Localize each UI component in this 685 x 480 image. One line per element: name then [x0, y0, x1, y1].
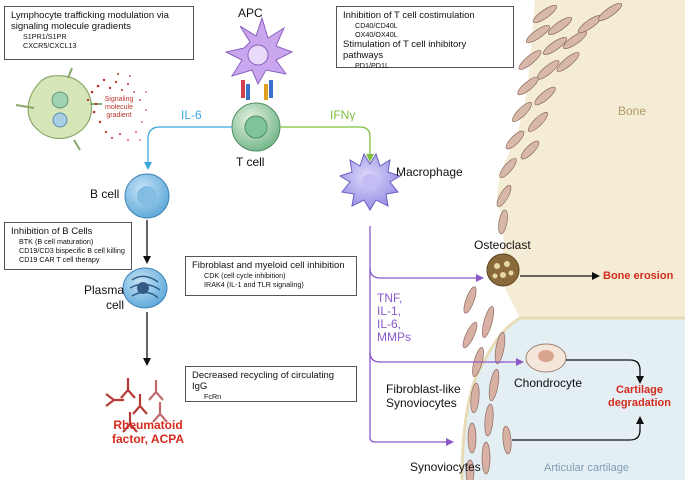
il6-arrow: [144, 126, 232, 170]
receptor-pairs: [241, 80, 273, 100]
cytokine-item: MMPs: [377, 330, 411, 344]
chondrocyte-label: Chondrocyte: [514, 376, 583, 390]
cartilage-label-line: Cartilage: [615, 384, 664, 396]
bone-erosion-label: Bone erosion: [603, 270, 674, 282]
gradient-label: Signaling molecule gradient: [102, 96, 136, 120]
fibroblast-box-title: Fibroblast and myeloid cell inhibition: [192, 260, 345, 271]
il6-label: IL-6: [181, 108, 202, 122]
lymphocyte-box-title-2: signaling molecule gradients: [11, 21, 131, 32]
lymphocyte-box-item: CXCR5/CXCL13: [23, 41, 77, 50]
rf-label-line: Rheumatoid: [113, 418, 183, 432]
rheumatoid-factor-label: Rheumatoid factor, ACPA: [112, 418, 184, 446]
b-cell-box-item: BTK (B cell maturation): [19, 237, 94, 246]
bone-lining-cells: [496, 2, 623, 235]
osteoclast-label: Osteoclast: [474, 238, 531, 252]
t-cell-box-title-1: Inhibition of T cell costimulation: [343, 10, 475, 21]
b-cell-box-item: CD19/CD3 bispecific B cell killing: [19, 246, 125, 255]
cytokine-item: IL-1,: [377, 304, 402, 318]
fibroblast-box-item: CDK (cell cycle inhibition): [204, 271, 286, 280]
fls-label-line: Fibroblast-like: [386, 382, 461, 396]
igg-box-item: FcRn: [204, 392, 222, 401]
t-cell-box-item: PD1/PD1L: [355, 61, 389, 70]
synoviocyte-cells: [462, 286, 512, 480]
fibroblast-box-item: IRAK4 (IL-1 and TLR signaling): [204, 280, 304, 289]
gradient-label-line: Signaling: [104, 96, 134, 103]
bone-region-label: Bone: [618, 104, 647, 118]
macrophage-line: [369, 226, 454, 446]
cytokine-item: IL-6,: [377, 317, 402, 331]
fibroblast-inhibition-box: Fibroblast and myeloid cell inhibition C…: [185, 256, 357, 296]
synoviocyte-to-degradation-arrow: [512, 416, 644, 441]
lymphocyte-trafficking-box: Lymphocyte trafficking modulation via si…: [4, 6, 194, 60]
cytokines-label: TNF, IL-1, IL-6, MMPs: [377, 292, 411, 344]
connectors: [143, 126, 644, 446]
plasma-cell: [122, 267, 168, 309]
igg-recycling-box: Decreased recycling of circulating IgG F…: [185, 366, 357, 402]
lymphocyte-box-title-1: Lymphocyte trafficking modulation via: [11, 10, 169, 21]
b-cell-box-title: Inhibition of B Cells: [11, 226, 93, 237]
gradient-label-line: gradient: [106, 112, 132, 119]
rf-label-line: factor, ACPA: [112, 432, 185, 446]
b-cell-inhibition-box: Inhibition of B Cells BTK (B cell matura…: [4, 222, 132, 270]
t-cell-inhibition-box: Inhibition of T cell costimulation CD40/…: [336, 6, 514, 70]
b-cell-box-item: CD19 CAR T cell therapy: [19, 255, 100, 264]
chondrocyte-cell: [525, 343, 567, 373]
lymph-node: [15, 67, 102, 151]
antibody-molecules: [105, 378, 168, 433]
plasma-label-line: Plasma: [84, 283, 125, 297]
t-cell-label: T cell: [236, 155, 265, 169]
t-cell: [231, 102, 281, 152]
cartilage-label-line: degradation: [608, 397, 671, 409]
to-osteoclast-arrow: [369, 267, 484, 282]
bone-region: [497, 0, 685, 318]
ifng-arrow: [280, 126, 374, 162]
ifng-label: IFNγ: [330, 108, 356, 122]
t-cell-box-item: CD40/CD40L: [355, 21, 398, 30]
fls-label-line: Synoviocytes: [386, 396, 457, 410]
signaling-gradient-dots: [86, 73, 147, 141]
apc-cell: [224, 16, 294, 86]
igg-box-title: Decreased recycling of circulating IgG: [192, 370, 335, 392]
gradient-label-line: molecule: [104, 104, 133, 111]
lymphocyte-box-item: S1PR1/S1PR: [23, 32, 67, 41]
cartilage-degradation-label: Cartilage degradation: [608, 384, 671, 410]
t-cell-box-item: OX40/OX40L: [355, 30, 398, 39]
to-chondrocyte-arrow: [369, 351, 524, 366]
b-cell-label: B cell: [90, 187, 120, 201]
b-cell: [124, 173, 170, 219]
chondrocyte-to-degradation-arrow: [566, 359, 644, 384]
cartilage-region-label: Articular cartilage: [544, 462, 629, 474]
macrophage-label: Macrophage: [396, 165, 463, 179]
fls-label: Fibroblast-like Synoviocytes: [386, 382, 461, 410]
t-cell-box-title-2: Stimulation of T cell inhibitory pathway…: [343, 39, 467, 61]
macrophage-cell: [338, 152, 402, 211]
synoviocytes-label: Synoviocytes: [410, 460, 481, 474]
cytokine-item: TNF,: [377, 291, 403, 305]
plasma-label-line: cell: [105, 298, 124, 312]
apc-label: APC: [238, 6, 263, 20]
osteoclast-cell: [486, 253, 520, 287]
plasma-cell-label: Plasma cell: [84, 283, 124, 313]
